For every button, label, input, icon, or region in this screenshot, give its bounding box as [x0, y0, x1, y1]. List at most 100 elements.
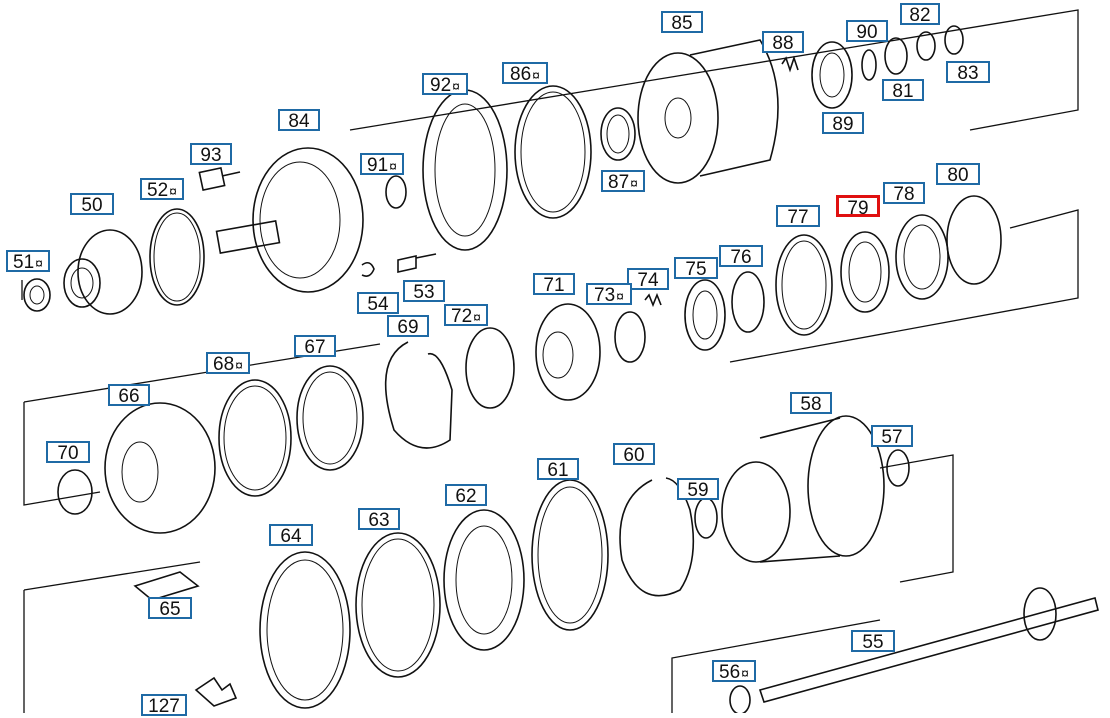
- callout-label: 82: [909, 5, 931, 26]
- callout-label: 61: [547, 460, 569, 481]
- callout-79[interactable]: 79: [836, 195, 880, 219]
- callout-label: 90: [856, 22, 878, 43]
- callout-74[interactable]: 74: [627, 268, 669, 291]
- callout-85[interactable]: 85: [661, 11, 703, 34]
- callout-88[interactable]: 88: [762, 31, 804, 54]
- part-84-stator-shaft: [215, 220, 281, 254]
- part-93-bolt: [198, 166, 226, 192]
- callout-71[interactable]: 71: [533, 273, 575, 296]
- part-79-steel-plate: [840, 231, 890, 313]
- callout-60[interactable]: 60: [613, 443, 655, 466]
- part-79-steel-plate-inner: [848, 241, 882, 303]
- callout-50[interactable]: 50: [70, 193, 114, 216]
- part-55-shaft-gear: [1023, 587, 1057, 641]
- callout-93[interactable]: 93: [190, 143, 232, 166]
- callout-mark: ¤: [235, 357, 243, 373]
- callout-57[interactable]: 57: [871, 425, 913, 448]
- callout-54[interactable]: 54: [357, 292, 399, 315]
- part-84-stator-body: [252, 147, 364, 293]
- callout-59[interactable]: 59: [677, 478, 719, 501]
- part-55-output-shaft: [758, 597, 1099, 703]
- callout-label: 85: [671, 13, 693, 34]
- part-82-washer: [916, 31, 936, 61]
- callout-label: 62: [455, 486, 477, 507]
- callout-label: 66: [118, 386, 140, 407]
- callout-91[interactable]: 91¤: [360, 153, 404, 176]
- callout-70[interactable]: 70: [46, 441, 90, 464]
- callout-69[interactable]: 69: [387, 315, 429, 338]
- part-56-washer: [729, 685, 751, 713]
- part-66-drum: [104, 402, 216, 534]
- part-87-seal: [600, 107, 636, 161]
- callout-92[interactable]: 92¤: [422, 73, 468, 96]
- callout-86[interactable]: 86¤: [502, 62, 548, 85]
- part-80-snap-ring: [946, 195, 1002, 285]
- callout-78[interactable]: 78: [883, 182, 925, 205]
- callout-127[interactable]: 127: [141, 694, 187, 717]
- callout-label: 86: [510, 64, 532, 85]
- callout-label: 81: [892, 81, 914, 102]
- callout-66[interactable]: 66: [108, 384, 150, 407]
- part-62-friction-disc: [443, 509, 525, 651]
- callout-80[interactable]: 80: [936, 163, 980, 186]
- callout-56[interactable]: 56¤: [712, 660, 756, 683]
- callout-73[interactable]: 73¤: [586, 283, 632, 306]
- callout-90[interactable]: 90: [846, 20, 888, 43]
- part-72-ring: [465, 327, 515, 409]
- part-50-hub: [63, 258, 101, 308]
- callout-label: 88: [772, 33, 794, 54]
- callout-mark: ¤: [169, 183, 177, 199]
- part-88-spring: [781, 55, 799, 73]
- callout-label: 63: [368, 510, 390, 531]
- callout-72[interactable]: 72¤: [444, 304, 488, 327]
- part-53-bolt: [397, 253, 437, 273]
- callout-67[interactable]: 67: [294, 335, 336, 358]
- callout-87[interactable]: 87¤: [601, 170, 645, 193]
- part-63-steel-plate-inner: [361, 538, 435, 672]
- callout-label: 57: [881, 427, 903, 448]
- callout-63[interactable]: 63: [358, 508, 400, 531]
- callout-61[interactable]: 61: [537, 458, 579, 481]
- callout-53[interactable]: 53: [403, 280, 445, 303]
- shaft-panel-frame: [671, 619, 881, 713]
- part-92-gasket-inner: [434, 103, 496, 237]
- callout-65[interactable]: 65: [148, 597, 192, 620]
- callout-label: 50: [81, 195, 103, 216]
- callout-55[interactable]: 55: [851, 630, 895, 653]
- callout-label: 56: [719, 662, 741, 683]
- callout-83[interactable]: 83: [946, 61, 990, 84]
- part-63-steel-plate: [355, 532, 441, 678]
- callout-51[interactable]: 51¤: [6, 250, 50, 273]
- callout-mark: ¤: [473, 309, 481, 325]
- part-61-clutch-disc-inner: [537, 486, 603, 624]
- part-74-spring: [644, 292, 662, 308]
- callout-81[interactable]: 81: [882, 79, 924, 102]
- part-62-friction-disc-inner: [455, 525, 513, 635]
- part-65-spring-plate: [133, 571, 200, 601]
- callout-64[interactable]: 64: [269, 524, 313, 547]
- callout-62[interactable]: 62: [445, 484, 487, 507]
- part-91-snap-ring: [385, 175, 407, 209]
- callout-76[interactable]: 76: [719, 245, 763, 268]
- part-92-gasket: [422, 89, 508, 251]
- part-89-bearing-inner: [819, 52, 845, 98]
- callout-52[interactable]: 52¤: [140, 178, 184, 201]
- callout-82[interactable]: 82: [900, 3, 940, 26]
- lower-panel-right: [879, 454, 954, 583]
- callout-label: 68: [213, 354, 235, 375]
- part-77-plate-inner: [781, 240, 827, 330]
- callout-84[interactable]: 84: [278, 109, 320, 132]
- callout-75[interactable]: 75: [674, 257, 718, 280]
- callout-77[interactable]: 77: [776, 205, 820, 228]
- callout-label: 64: [280, 526, 302, 547]
- callout-68[interactable]: 68¤: [206, 352, 250, 375]
- callout-label: 60: [623, 445, 645, 466]
- callout-label: 51: [13, 252, 35, 273]
- callout-58[interactable]: 58: [790, 392, 832, 415]
- part-78-clutch-disc-inner: [903, 224, 941, 290]
- callout-89[interactable]: 89: [822, 112, 864, 135]
- part-64-piston-inner: [266, 559, 344, 701]
- part-77-plate: [775, 234, 833, 336]
- callout-label: 92: [430, 75, 452, 96]
- callout-label: 91: [367, 155, 389, 176]
